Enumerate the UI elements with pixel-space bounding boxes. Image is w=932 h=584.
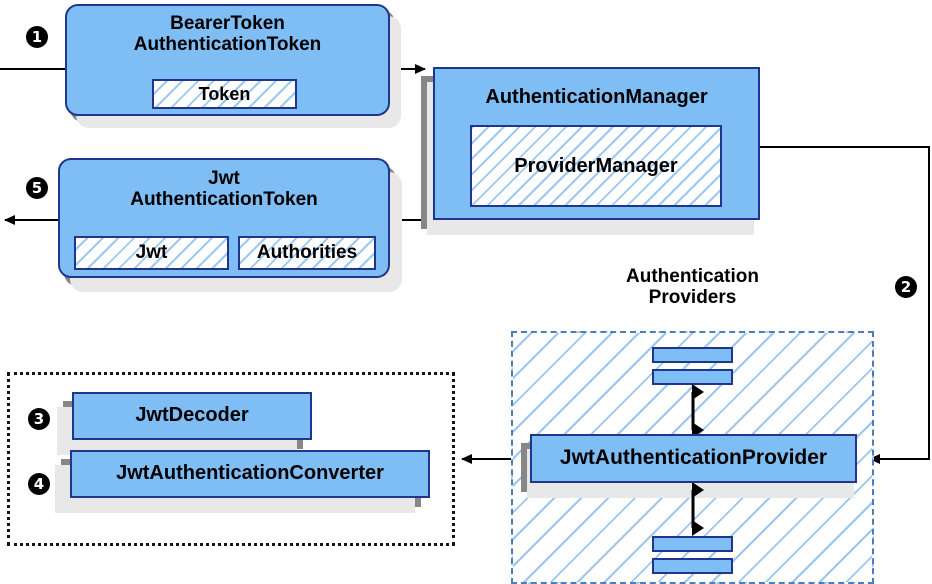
badge-step-1-number: 1 — [31, 27, 43, 46]
jwt-decoder-label: JwtDecoder — [135, 404, 249, 427]
badge-step-3-number: 3 — [33, 409, 45, 428]
bearer-token-title-line2: AuthenticationToken — [133, 33, 322, 55]
inner-box-jwt-label: Jwt — [135, 242, 168, 263]
inner-box-token[interactable]: Token — [152, 79, 297, 109]
inner-box-authorities[interactable]: Authorities — [238, 236, 376, 270]
node-jwt-authentication-provider[interactable]: JwtAuthenticationProvider — [530, 434, 857, 483]
authentication-manager-label: AuthenticationManager — [485, 86, 708, 108]
badge-step-2-number: 2 — [900, 277, 912, 296]
bearer-token-title-line1: BearerToken — [170, 13, 285, 34]
jwt-token-title-line2: AuthenticationToken — [130, 188, 318, 210]
jwt-helpers-region — [7, 372, 455, 546]
badge-step-3: 3 — [28, 408, 50, 430]
provider-stub-bar-bottom-1 — [652, 536, 733, 552]
inner-box-token-label: Token — [198, 83, 251, 104]
jwt-token-title-line1: Jwt — [208, 168, 240, 189]
inner-box-provider-manager[interactable]: ProviderManager — [470, 125, 722, 207]
inner-box-authorities-label: Authorities — [256, 242, 358, 263]
node-jwt-decoder[interactable]: JwtDecoder — [72, 392, 312, 440]
provider-stub-bar-top-1 — [652, 347, 733, 363]
authentication-providers-caption: Authentication Providers — [570, 266, 815, 309]
badge-step-5: 5 — [26, 177, 48, 199]
inner-box-jwt[interactable]: Jwt — [74, 236, 229, 270]
badge-step-5-number: 5 — [31, 178, 43, 197]
badge-step-4-number: 4 — [33, 474, 45, 493]
provider-stub-bar-top-2 — [652, 369, 733, 385]
authentication-providers-caption-line2: Providers — [648, 286, 737, 308]
badge-step-2: 2 — [895, 276, 917, 298]
jwt-authentication-provider-label: JwtAuthenticationProvider — [559, 446, 828, 470]
node-jwt-authentication-converter[interactable]: JwtAuthenticationConverter — [70, 450, 430, 498]
provider-stub-bar-bottom-2 — [652, 558, 733, 574]
badge-step-1: 1 — [26, 26, 48, 48]
inner-box-provider-manager-label: ProviderManager — [514, 154, 678, 177]
badge-step-4: 4 — [28, 473, 50, 495]
authentication-providers-caption-line1: Authentication — [626, 266, 759, 287]
jwt-authentication-converter-label: JwtAuthenticationConverter — [116, 462, 384, 485]
